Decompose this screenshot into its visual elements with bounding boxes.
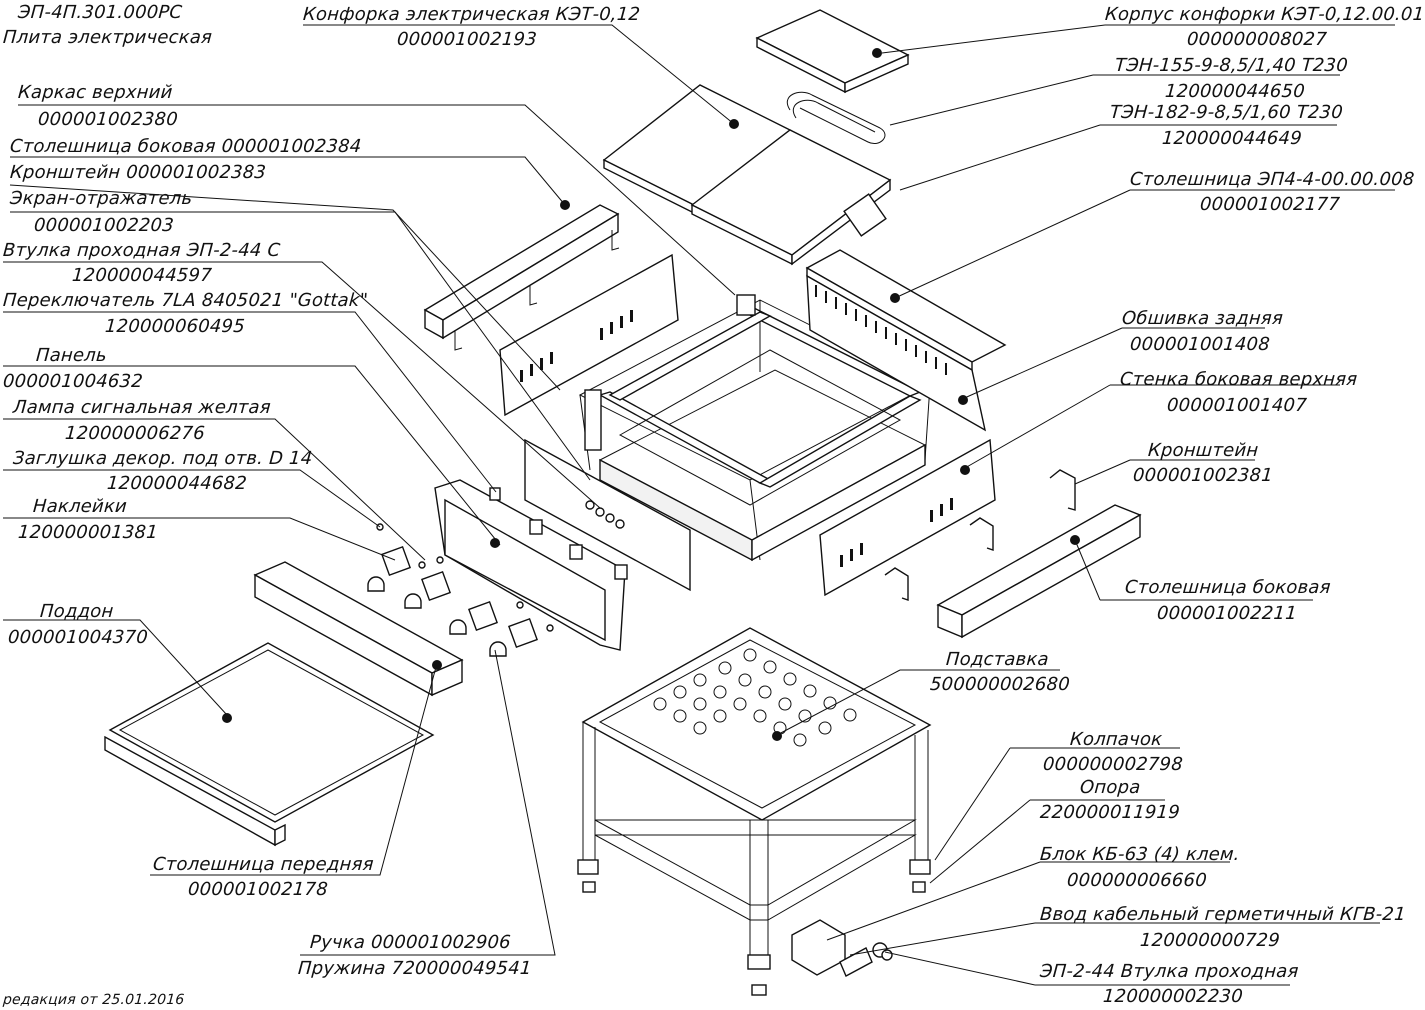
- callout-kolpachok-code: 000000002798: [1042, 754, 1184, 775]
- callout-ten155-code: 120000044650: [1164, 81, 1306, 102]
- callout-kronsh-2381-name: Кронштейн: [1147, 440, 1260, 461]
- callout-ten155-name: ТЭН-155-9-8,5/1,40 Т230: [1114, 55, 1349, 76]
- callout-pruzhina-name: Пружина 720000049541: [297, 958, 533, 979]
- callout-stenka-code: 000001001407: [1166, 395, 1308, 416]
- upper-frame-part: [578, 294, 932, 562]
- callout-lampa-code: 120000006276: [64, 423, 206, 444]
- callout-ten182-name: ТЭН-182-9-8,5/1,60 Т230: [1109, 102, 1344, 123]
- heating-element-part: [787, 91, 886, 144]
- callout-podstavka-code: 500000002680: [929, 674, 1071, 695]
- callout-blok-code: 000000006660: [1066, 870, 1208, 891]
- callout-stol-pered-code: 000001002178: [187, 879, 329, 900]
- callout-kronsh-2381-code: 000001002381: [1132, 465, 1274, 486]
- callout-perekl-code: 120000060495: [104, 316, 246, 337]
- callout-obshivka-name: Обшивка задняя: [1121, 308, 1284, 329]
- callout-karkas-code: 000001002380: [37, 109, 179, 130]
- callout-stol-ep4-code: 000001002177: [1199, 194, 1341, 215]
- callout-dots: [222, 48, 1080, 741]
- callout-panel-code: 000001004632: [2, 371, 144, 392]
- document-code: ЭП-4П.301.000РС: [17, 2, 183, 23]
- bracket-2381-part: [884, 469, 1076, 601]
- callout-nakleyki-name: Наклейки: [32, 496, 128, 517]
- callout-zaglushka-code: 120000044682: [106, 473, 248, 494]
- front-worktop-part: [253, 561, 464, 697]
- callout-ruchka-name: Ручка 000001002906: [309, 932, 512, 953]
- stand-part: [577, 627, 932, 996]
- callout-ekran-name: Экран-отражатель: [9, 188, 194, 209]
- callout-korpus-name: Корпус конфорки КЭТ-0,12.00.01: [1104, 4, 1425, 25]
- callout-nakleyki-code: 120000001381: [17, 522, 159, 543]
- callout-karkas-name: Каркас верхний: [17, 82, 174, 103]
- revision-note: редакция от 25.01.2016: [2, 992, 186, 1008]
- callout-konforka-code: 000001002193: [396, 29, 538, 50]
- tray-part: [104, 642, 435, 847]
- callout-zaglushka-name: Заглушка декор. под отв. D 14: [12, 448, 314, 469]
- callout-korpus-code: 000000008027: [1186, 29, 1328, 50]
- side-worktop-2211-part: [936, 504, 1142, 639]
- reflector-screen-part: [499, 253, 679, 417]
- rear-cladding-part: [805, 249, 1007, 432]
- callout-ten182-code: 120000044649: [1161, 128, 1303, 149]
- callout-ekran-code: 000001002203: [33, 215, 175, 236]
- callout-kolpachok-name: Колпачок: [1069, 729, 1163, 750]
- callout-stol-bok-2211-code: 000001002211: [1156, 603, 1298, 624]
- callout-konforka-name: Конфорка электрическая КЭТ-0,12: [302, 4, 641, 25]
- callout-stol-bok-2211-name: Столешница боковая: [1124, 577, 1332, 598]
- callout-vtulka-prox-name: ЭП-2-44 Втулка проходная: [1039, 961, 1300, 982]
- callout-poddon-code: 000001004370: [7, 627, 149, 648]
- callout-stenka-name: Стенка боковая верхняя: [1119, 369, 1359, 390]
- callout-lampa-name: Лампа сигнальная желтая: [12, 397, 272, 418]
- callout-podstavka-name: Подставка: [945, 649, 1050, 670]
- callout-vtulka-prox-code: 120000002230: [1102, 986, 1244, 1007]
- hob-housing-part: [755, 9, 910, 94]
- callout-stol-pered-name: Столешница передняя: [152, 854, 375, 875]
- callout-perekl-name: Переключатель 7LA 8405021 "Gottak": [2, 290, 369, 311]
- electric-hob-part: [602, 84, 892, 266]
- terminal-block-part: [791, 919, 893, 977]
- knobs-group: [367, 523, 554, 657]
- callout-panel-name: Панель: [35, 345, 108, 366]
- document-title: Плита электрическая: [2, 27, 213, 48]
- callout-stol-bok-2384-name: Столешница боковая 000001002384: [9, 136, 363, 157]
- side-worktop-2384-part: [423, 204, 620, 351]
- callout-poddon-name: Поддон: [39, 601, 115, 622]
- upper-side-wall-part: [819, 438, 996, 597]
- callout-vvod-code: 120000000729: [1139, 930, 1281, 951]
- callout-vtulka-ep-code: 120000044597: [71, 265, 213, 286]
- callout-vtulka-ep-name: Втулка проходная ЭП-2-44 С: [2, 240, 282, 261]
- callout-blok-name: Блок КБ-63 (4) клем.: [1039, 844, 1241, 865]
- leader-lines: [3, 24, 1395, 986]
- callout-stol-ep4-name: Столешница ЭП4-4-00.00.008: [1129, 169, 1416, 190]
- callout-vvod-name: Ввод кабельный герметичный КГВ-21: [1039, 904, 1407, 925]
- callout-opora-name: Опора: [1079, 777, 1142, 798]
- callout-opora-code: 220000011919: [1039, 802, 1181, 823]
- callout-kronsh-2383-name: Кронштейн 000001002383: [9, 162, 267, 183]
- callout-obshivka-code: 000001001408: [1129, 334, 1271, 355]
